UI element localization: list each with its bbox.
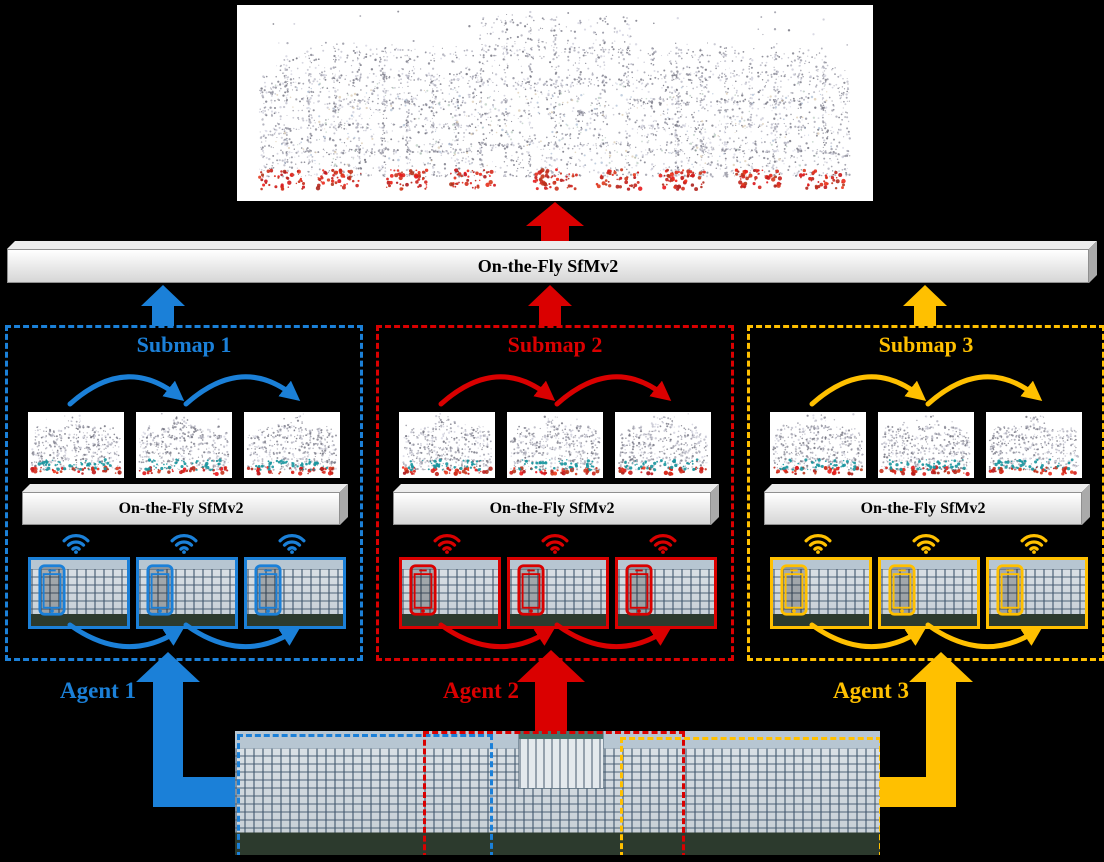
curved-merge-arrow	[67, 374, 185, 407]
submap-3-camera-1	[770, 557, 872, 629]
curved-merge-arrow	[554, 374, 672, 407]
submap-2-merge-arrows	[438, 374, 672, 407]
wifi-icon	[277, 530, 307, 554]
bar-top-face	[764, 484, 1090, 492]
submap-3-sfm-bar: On-the-Fly SfMv2	[764, 492, 1082, 525]
smartphone-icon	[409, 562, 437, 618]
submap-3-cloud-1	[770, 412, 866, 478]
panorama-center-tower	[518, 731, 603, 789]
submap-2-cloud-3	[615, 412, 711, 478]
curved-capture-arrow	[67, 622, 185, 649]
agent-1-arrow	[136, 652, 248, 807]
global-sfm-bar: On-the-Fly SfMv2	[7, 249, 1089, 283]
bar-right-face	[711, 484, 719, 525]
agent-1-label: Agent 1	[60, 678, 137, 703]
bar-top-face	[7, 241, 1097, 249]
curved-merge-arrow	[183, 374, 301, 407]
submap-2-capture-arrows	[438, 622, 672, 649]
wifi-icon	[803, 530, 833, 554]
submap-2-to-global-arrow	[528, 285, 572, 326]
submap-1-to-global-arrow	[141, 285, 185, 326]
wifi-icon	[169, 530, 199, 554]
bar-top-face	[393, 484, 719, 492]
submap-1-cloud-1	[28, 412, 124, 478]
smartphone-icon	[780, 562, 808, 618]
submap-1-cloud-3	[244, 412, 340, 478]
smartphone-icon	[888, 562, 916, 618]
submap-2-sfm-bar: On-the-Fly SfMv2	[393, 492, 711, 525]
smartphone-icon	[146, 562, 174, 618]
global-pointcloud-image	[237, 5, 873, 201]
curved-capture-arrow	[183, 622, 301, 649]
submap-2-cloud-2	[507, 412, 603, 478]
submap-2-camera-1	[399, 557, 501, 629]
agent-3-label: Agent 3	[833, 678, 910, 703]
agent-2-arrow	[517, 650, 585, 734]
global-sfm-bar-label: On-the-Fly SfMv2	[477, 255, 619, 276]
submap-3-cloud-3	[986, 412, 1082, 478]
curved-capture-arrow	[809, 622, 927, 649]
smartphone-icon	[625, 562, 653, 618]
submap-3-box: Submap 3 On-the-Fly SfMv2	[747, 325, 1104, 661]
submap-1-camera-1	[28, 557, 130, 629]
bar-top-face	[22, 484, 348, 492]
submap-1-capture-arrows	[67, 622, 301, 649]
smartphone-icon	[254, 562, 282, 618]
wifi-icon	[540, 530, 570, 554]
submap-3-capture-arrows	[809, 622, 1043, 649]
curved-merge-arrow	[809, 374, 927, 407]
submap-3-sfm-bar-label: On-the-Fly SfMv2	[860, 499, 986, 517]
submap-1-merge-arrows	[67, 374, 301, 407]
agent-3-capture-region	[620, 737, 880, 855]
panorama-photo	[235, 731, 880, 855]
submap-1-sfm-bar: On-the-Fly SfMv2	[22, 492, 340, 525]
smartphone-icon	[517, 562, 545, 618]
wifi-icon	[648, 530, 678, 554]
bar-right-face	[1082, 484, 1090, 525]
bar-right-face	[1089, 241, 1097, 283]
submap-2-box: Submap 2 On-the-Fly SfMv2	[376, 325, 734, 661]
curved-merge-arrow	[438, 374, 556, 407]
agent-2-capture-region	[423, 731, 685, 855]
curved-capture-arrow	[438, 622, 556, 649]
submap-3-title: Submap 3	[878, 332, 974, 357]
agent-1-capture-region	[237, 734, 493, 855]
agent-2-label: Agent 2	[443, 678, 520, 703]
submap-1-cloud-2	[136, 412, 232, 478]
wifi-icon	[1019, 530, 1049, 554]
submap-1-camera-2	[136, 557, 238, 629]
submap-1-sfm-bar-label: On-the-Fly SfMv2	[118, 499, 244, 517]
submap-1-camera-3	[244, 557, 346, 629]
submap-2-camera-2	[507, 557, 609, 629]
submap-3-cloud-2	[878, 412, 974, 478]
wifi-icon	[911, 530, 941, 554]
smartphone-icon	[996, 562, 1024, 618]
submap-2-cloud-1	[399, 412, 495, 478]
submap-2-camera-3	[615, 557, 717, 629]
submap-3-camera-2	[878, 557, 980, 629]
wifi-icon	[61, 530, 91, 554]
submap-2-sfm-bar-label: On-the-Fly SfMv2	[489, 499, 615, 517]
wifi-icon	[432, 530, 462, 554]
submap-1-box: Submap 1 On-the-Fly SfMv2	[5, 325, 363, 661]
submap-3-to-global-arrow	[903, 285, 947, 326]
curved-merge-arrow	[925, 374, 1043, 407]
agent-3-arrow	[866, 652, 973, 807]
submap-2-title: Submap 2	[507, 332, 603, 357]
submap-3-camera-3	[986, 557, 1088, 629]
curved-capture-arrow	[925, 622, 1043, 649]
curved-capture-arrow	[554, 622, 672, 649]
submap-1-title: Submap 1	[136, 332, 232, 357]
bar-right-face	[340, 484, 348, 525]
submap-3-merge-arrows	[809, 374, 1043, 407]
smartphone-icon	[38, 562, 66, 618]
